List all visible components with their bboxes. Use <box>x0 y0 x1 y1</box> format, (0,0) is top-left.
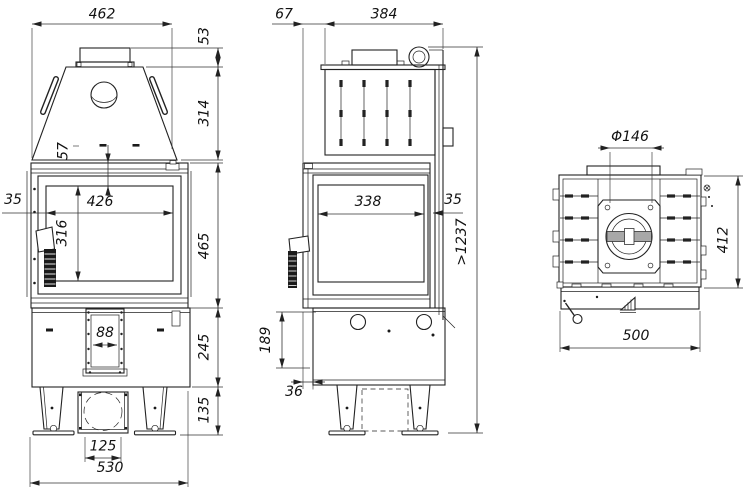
dim-side-door-offset: 67 <box>275 7 293 23</box>
top-left-ribbed-panel <box>552 188 598 268</box>
dim-top-flue-diameter: Φ146 <box>611 129 649 145</box>
dim-side-base-front-height: 189 <box>258 327 274 354</box>
dim-front-grate-width: 88 <box>96 325 114 341</box>
dim-front-legs-height: 135 <box>197 397 213 424</box>
dim-top-body-width: 500 <box>623 328 650 344</box>
front-flue-collar <box>75 47 135 68</box>
front-air-intake <box>77 391 129 434</box>
dim-front-collar-height: 53 <box>197 27 213 45</box>
front-air-duct-circle <box>83 392 123 431</box>
front-grate-plate <box>85 308 125 374</box>
top-front-strip <box>556 281 700 325</box>
dim-front-door-height: 465 <box>197 233 213 260</box>
top-view: Φ146 412 500 <box>552 129 743 352</box>
front-view: 462 53 314 57 35 426 316 465 <box>2 7 223 487</box>
side-door-handle-icon <box>288 235 311 288</box>
dim-front-glass-top-inset: 57 <box>56 142 72 160</box>
front-hood <box>31 66 178 161</box>
dim-front-glass-height: 316 <box>55 220 71 247</box>
top-back-strip <box>586 165 661 176</box>
front-legs <box>32 386 177 436</box>
side-glass <box>317 184 425 283</box>
side-door <box>302 162 431 309</box>
side-damper-knob-icon <box>408 46 430 68</box>
dim-front-intake-width: 125 <box>90 439 117 455</box>
top-control-lever-icon <box>563 299 583 325</box>
side-glass-frame <box>312 174 429 296</box>
front-flue-opening-icon <box>90 81 118 109</box>
side-ribs <box>339 80 412 146</box>
dim-front-hood-top-width: 462 <box>89 7 116 23</box>
side-flue-collar <box>341 49 405 66</box>
dim-side-body-depth: 384 <box>371 7 398 23</box>
front-dimensions: 462 53 314 57 35 426 316 465 <box>2 7 223 487</box>
top-flue-flange <box>597 199 661 274</box>
dim-side-base-offset: 36 <box>285 384 303 400</box>
dim-front-hood-height: 314 <box>197 100 213 127</box>
top-dimensions: Φ146 412 500 <box>559 129 743 352</box>
side-back-channel <box>429 49 456 329</box>
front-door-latch <box>165 163 180 171</box>
side-air-duct-dashed <box>361 388 409 432</box>
dim-side-glass-width: 338 <box>355 194 382 210</box>
top-damper-indicator-icon <box>619 296 636 313</box>
dim-side-rear-gap: 35 <box>444 192 462 208</box>
top-body <box>558 165 702 288</box>
dim-front-glass-width: 426 <box>87 194 114 210</box>
front-door-handle-icon <box>35 226 56 287</box>
dim-front-base-height: 245 <box>197 334 213 361</box>
top-right-ribbed-panel <box>660 194 707 280</box>
dim-front-glass-side-inset: 35 <box>4 192 22 208</box>
front-base <box>31 307 191 388</box>
side-body <box>320 64 446 156</box>
dim-top-body-depth: 412 <box>716 227 732 254</box>
side-view: 67 384 338 35 >1237 189 36 <box>258 7 483 436</box>
dim-front-overall-width: 530 <box>97 460 124 476</box>
dim-side-min-total-height: >1237 <box>454 218 470 265</box>
top-misc-details <box>685 168 713 207</box>
side-base <box>312 307 446 386</box>
top-flue-opening <box>605 212 653 261</box>
side-legs <box>328 384 439 436</box>
side-dimensions: 67 384 338 35 >1237 189 36 <box>258 7 483 434</box>
